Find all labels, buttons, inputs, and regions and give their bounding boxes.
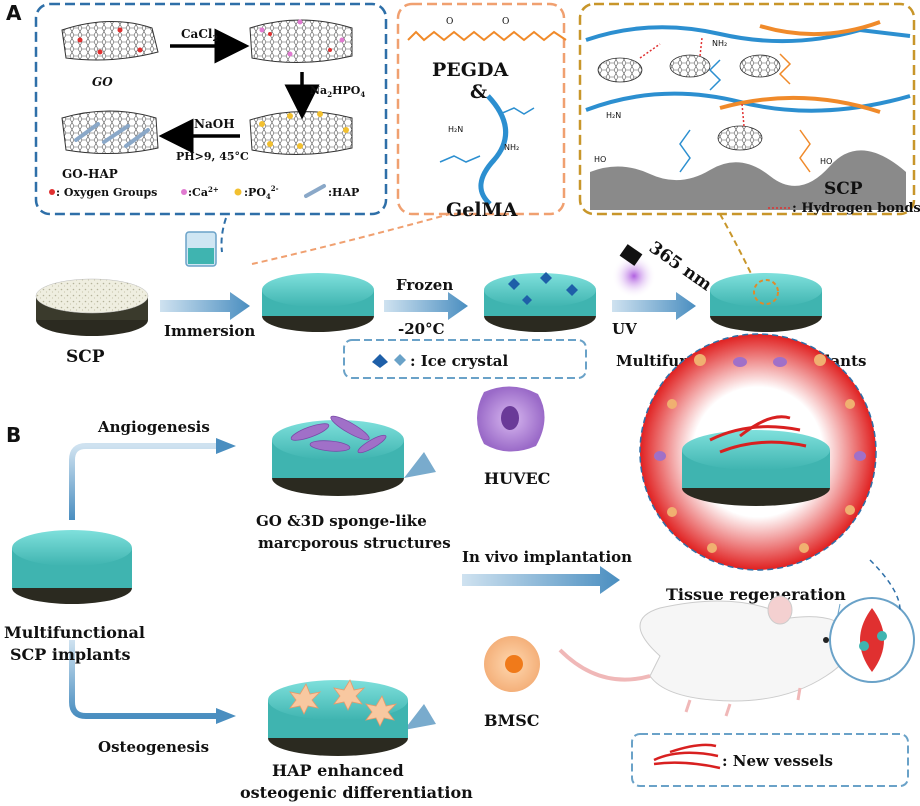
gohap-sheet <box>61 110 159 155</box>
scp-disk-raw <box>35 278 149 336</box>
implant-label-2: SCP implants <box>10 645 131 664</box>
scp-interaction-box: H₂N NH₂ HO HO SCP : Hydrogen bonds <box>578 2 920 216</box>
scp-disk-immersed <box>262 273 374 332</box>
implant-disk-b <box>12 530 132 604</box>
scp-nh2: NH₂ <box>712 39 727 48</box>
zoom-lens <box>829 559 915 683</box>
legend-oxygen: : Oxygen Groups <box>56 186 157 199</box>
go-label: GO <box>92 75 113 89</box>
go-flake-1 <box>597 57 643 83</box>
bmsc-arrow <box>404 690 476 730</box>
tissue-regeneration-halo <box>639 333 877 571</box>
rat-illustration <box>558 595 851 717</box>
go-synthesis-box: GO CaCl2 Na2HPO4 NaOH PH>9, 45°C GO-HAP … <box>34 2 388 216</box>
pegda-structure <box>407 30 567 42</box>
uv-label: UV <box>612 320 637 338</box>
legend-po4: :PO42- <box>244 184 279 201</box>
go-structure-label-2: marcporous structures <box>258 534 451 552</box>
new-vessels-legend: : New vessels <box>631 733 909 787</box>
go-structure-label-1: GO &3D sponge-like <box>256 512 427 530</box>
go-flake-3 <box>739 54 781 78</box>
gelma-label: GelMA <box>446 199 518 221</box>
hydrogen-bond-legend: : Hydrogen bonds <box>792 201 920 216</box>
na2hpo4-label: Na2HPO4 <box>310 84 365 99</box>
osteogenesis-label: Osteogenesis <box>98 738 209 756</box>
gelma-h2n: H₂N <box>448 125 463 134</box>
naoh-label: NaOH <box>194 117 235 131</box>
ice-crystal-legend: : Ice crystal <box>343 339 587 379</box>
tissue-regeneration-label: Tissue regeneration <box>666 585 846 604</box>
scp-ho-1: HO <box>594 155 606 164</box>
ice-crystal-label: : Ice crystal <box>410 352 509 370</box>
beaker-icon <box>185 231 217 267</box>
uv-arrow <box>612 292 696 320</box>
temperature-label: -20°C <box>398 320 445 338</box>
scp-surface-label: SCP <box>824 179 863 199</box>
pegda-o-1: O <box>446 17 453 27</box>
immersion-label: Immersion <box>164 322 255 340</box>
hap-label-1: HAP enhanced <box>272 761 404 780</box>
scp-disk-implant <box>710 273 822 332</box>
polymer-box: O O PEGDA & H₂N NH₂ GelMA <box>396 2 567 221</box>
osteogenesis-disk <box>268 679 408 756</box>
bmsc-label: BMSC <box>484 711 540 730</box>
huvec-cell <box>477 386 545 452</box>
gelma-chain <box>478 94 509 206</box>
uv-lamp-icon <box>612 244 656 298</box>
legend-ca: :Ca2+ <box>188 185 219 199</box>
scp-disk-frozen <box>484 272 596 332</box>
go-sheet <box>61 21 159 61</box>
go-ca-po4-sheet <box>249 110 353 156</box>
cacl2-label: CaCl2 <box>181 27 218 43</box>
frozen-label: Frozen <box>396 276 453 294</box>
scp-surface <box>590 150 906 210</box>
scp-h2n: H₂N <box>606 111 621 120</box>
frozen-arrow <box>384 292 468 320</box>
hap-label-2: osteogenic differentiation <box>240 783 473 802</box>
implantation-arrow <box>462 566 620 594</box>
go-flake-4 <box>717 125 763 151</box>
angiogenesis-label: Angiogenesis <box>97 418 210 436</box>
gelma-nh2: NH₂ <box>504 143 519 152</box>
scp-label: SCP <box>66 347 105 367</box>
pegda-o-2: O <box>502 17 509 27</box>
go-ca-sheet <box>249 19 353 64</box>
huvec-label: HUVEC <box>484 469 550 488</box>
wavelength-label: 365 nm <box>645 238 715 296</box>
panel-label-b: B <box>6 423 21 447</box>
pegda-label: PEGDA <box>432 59 508 81</box>
huvec-arrow <box>404 438 470 478</box>
scp-ho-2: HO <box>820 157 832 166</box>
invivo-label: In vivo implantation <box>462 548 632 566</box>
implant-label-1: Multifunctional <box>4 623 145 642</box>
ampersand-label: & <box>470 81 487 103</box>
new-vessels-label: : New vessels <box>722 752 833 770</box>
gohap-label: GO-HAP <box>62 167 118 181</box>
go-flake-2 <box>669 54 711 78</box>
panel-label-a: A <box>6 1 22 25</box>
angiogenesis-disk <box>272 415 404 496</box>
ph-condition-label: PH>9, 45°C <box>176 150 249 163</box>
bmsc-cell <box>484 636 540 692</box>
legend-hap: :HAP <box>328 186 359 199</box>
immersion-arrow <box>160 292 250 320</box>
